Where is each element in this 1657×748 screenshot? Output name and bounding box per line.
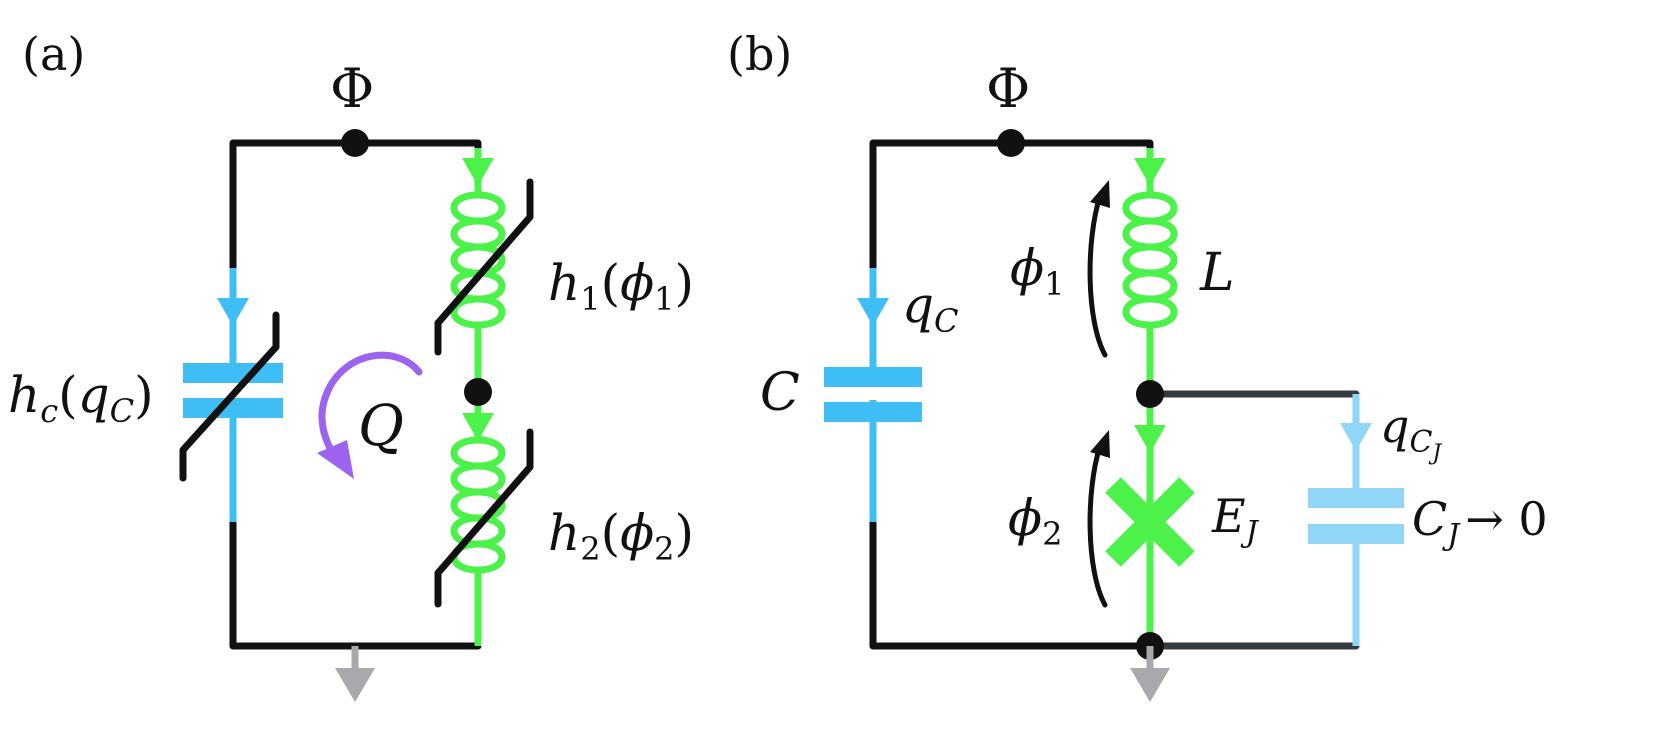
upper-node-b: [1136, 380, 1164, 408]
panel-b-junction: [1105, 394, 1195, 646]
flux-label-a: Φ: [330, 57, 374, 120]
flux-node: [341, 129, 369, 157]
cj-plate-top: [1308, 488, 1404, 508]
cj-plate-bottom: [1308, 524, 1404, 544]
panel-b: (b): [727, 27, 1548, 702]
junction-energy-label: EJ: [1211, 489, 1260, 550]
nonlinear-slash-2-icon: [434, 428, 534, 608]
phi2-arrow-icon: [1087, 443, 1108, 608]
charge-c-arrow-icon: [857, 298, 889, 326]
cj-limit-label: CJ→ 0: [1412, 492, 1548, 553]
inductor-2-label: h2(ϕ2): [548, 504, 694, 568]
panel-b-label: (b): [727, 27, 792, 81]
variable-element-slash-icon: [179, 311, 280, 482]
ground-arrow-b-icon: [1130, 668, 1170, 702]
middle-node: [464, 378, 492, 406]
nonlinear-slash-1-icon: [434, 178, 534, 356]
panel-b-side-wires: [1146, 390, 1360, 650]
loop-charge-label: Q: [358, 394, 404, 459]
charge-arrow-icon: [217, 298, 249, 326]
panel-b-capacitor: [824, 268, 922, 522]
panel-a-capacitor: [179, 268, 283, 522]
junction-flux-arrow-icon: [1134, 425, 1166, 453]
inductor-l-label: L: [1199, 243, 1235, 303]
phi2-label: ϕ2: [1008, 489, 1062, 553]
capacitor-plate-top: [183, 363, 283, 383]
charge-c-label: qC: [902, 276, 959, 340]
panel-b-wires: [869, 139, 1154, 650]
loop-arrowhead-icon: [317, 440, 354, 479]
inductor-1-label: h1(ϕ1): [548, 254, 694, 318]
panel-b-junction-capacitor: [1308, 394, 1404, 646]
phi1-label: ϕ1: [1010, 239, 1064, 303]
inductor-flux-arrow-icon: [1134, 158, 1166, 186]
loop-arrow-icon: [318, 351, 423, 452]
flux-label-b: Φ: [986, 57, 1030, 120]
capacitor-label-a: hc(qC): [8, 366, 154, 430]
flux-node-b: [997, 129, 1025, 157]
ground-arrow-icon: [335, 668, 375, 702]
flux-arrow-2-icon: [462, 413, 494, 441]
charge-cj-arrow-icon: [1340, 423, 1372, 451]
panel-a-label: (a): [22, 27, 85, 81]
flux-arrow-1-icon: [462, 158, 494, 186]
panel-a: (a): [8, 27, 694, 702]
charge-cj-label: qCJ: [1380, 399, 1442, 466]
capacitor-plate-bottom: [183, 398, 283, 418]
capacitor-c-plate-top: [824, 367, 922, 387]
capacitor-c-plate-bottom: [824, 402, 922, 422]
capacitor-c-label: C: [760, 363, 800, 423]
phi1-arrow-icon: [1087, 193, 1108, 358]
